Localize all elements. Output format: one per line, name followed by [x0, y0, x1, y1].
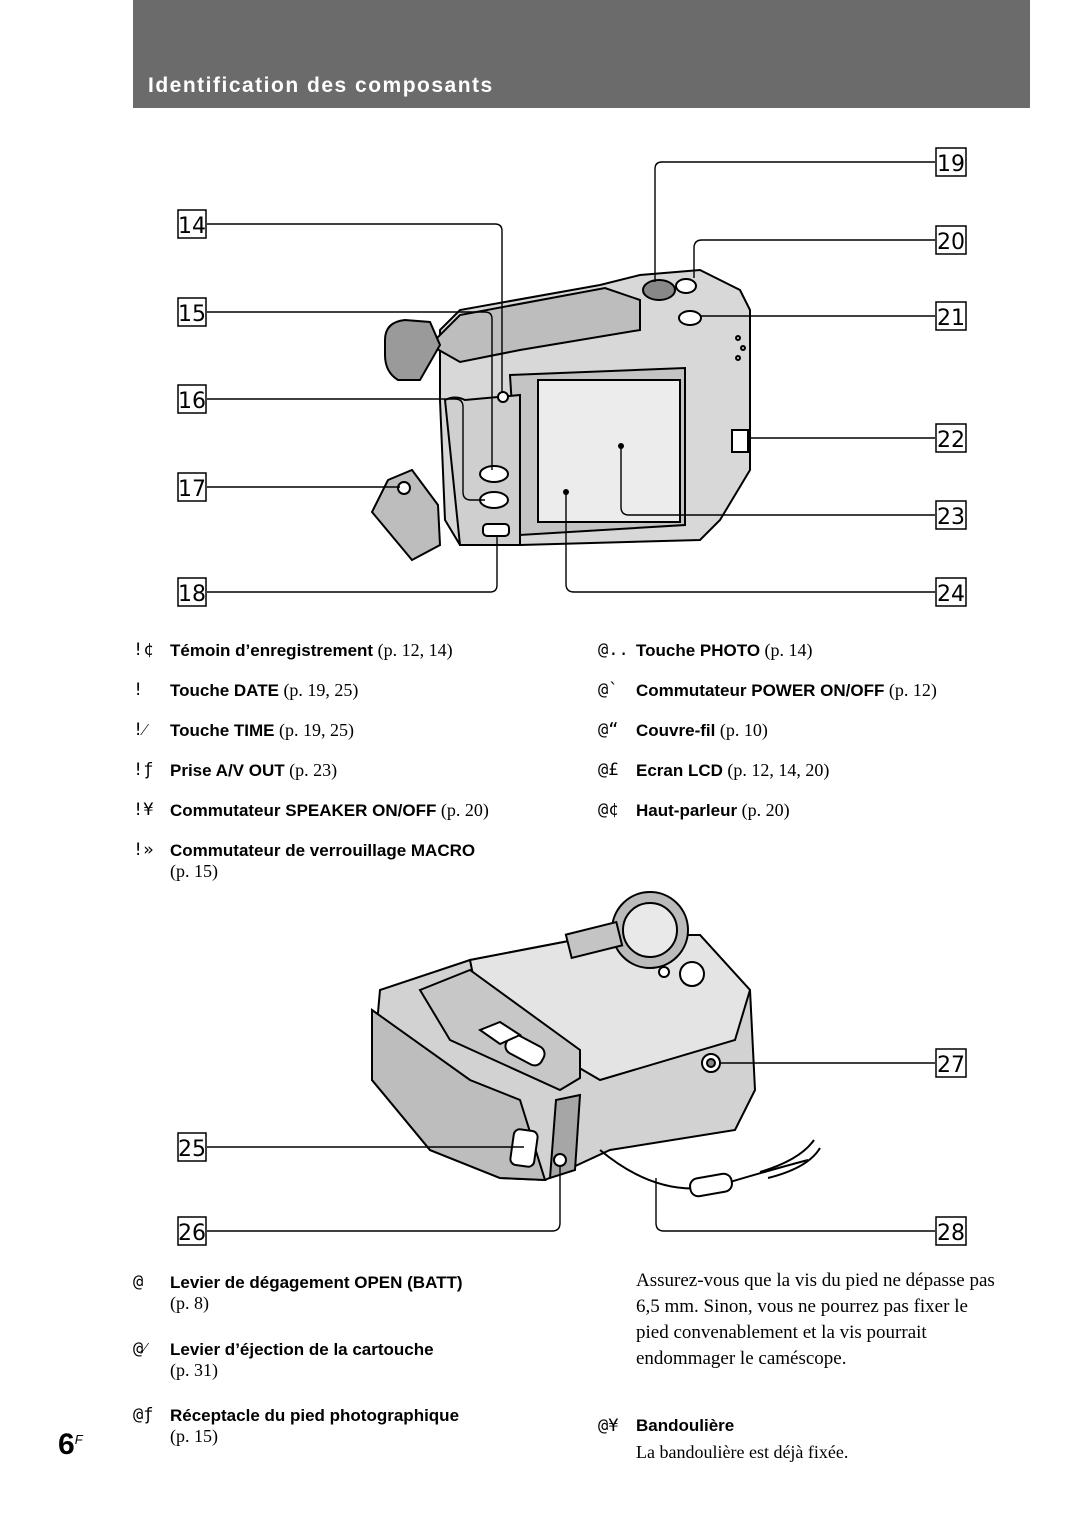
callout-17: 17	[177, 472, 207, 502]
tripod-note: Assurez-vous que la vis du pied ne dépas…	[636, 1270, 995, 1369]
svg-text:25: 25	[178, 1137, 206, 1162]
parts-list-left: !¢Témoin d’enregistrement (p. 12, 14) !T…	[133, 640, 489, 881]
callout-22: 22	[935, 423, 967, 453]
callout-15: 15	[177, 297, 207, 327]
callout-20: 20	[935, 225, 967, 255]
strap-text: La bandoulière est déjà fixée.	[636, 1442, 849, 1462]
svg-text:24: 24	[937, 582, 965, 607]
svg-text:18: 18	[178, 582, 206, 607]
callout-14: 14	[177, 209, 207, 239]
svg-text:17: 17	[178, 477, 206, 502]
callout-28: 28	[935, 1216, 967, 1246]
strap-label: Bandoulière	[636, 1416, 735, 1435]
svg-text:21: 21	[937, 306, 965, 331]
section-title: Identification des composants	[148, 74, 494, 97]
section-header: Identification des composants	[133, 0, 1030, 108]
callout-16: 16	[177, 384, 207, 414]
svg-text:20: 20	[937, 230, 965, 255]
parts-list-bottom: @Levier de dégagement OPEN (BATT)(p. 8) …	[133, 1272, 463, 1446]
svg-text:22: 22	[937, 428, 965, 453]
camera-back-illustration: 14 15 16 17 18 19 20 21 22 23 24	[177, 147, 967, 607]
svg-text:19: 19	[937, 152, 965, 177]
svg-text:26: 26	[178, 1221, 206, 1246]
callout-25: 25	[177, 1132, 207, 1162]
page-number: 6F	[58, 1428, 83, 1461]
callout-18: 18	[177, 577, 207, 607]
svg-text:15: 15	[178, 302, 206, 327]
svg-text:23: 23	[937, 505, 965, 530]
callout-24: 24	[935, 577, 967, 607]
svg-text:14: 14	[178, 214, 206, 239]
callout-27: 27	[935, 1048, 967, 1078]
strap-entry: @¥ Bandoulière La bandoulière est déjà f…	[598, 1416, 849, 1462]
svg-text:28: 28	[937, 1221, 965, 1246]
callout-21: 21	[935, 301, 967, 331]
svg-text:16: 16	[178, 389, 206, 414]
callout-19: 19	[935, 147, 967, 177]
callout-26: 26	[177, 1216, 207, 1246]
svg-text:27: 27	[937, 1053, 965, 1078]
parts-list-right: @..Touche PHOTO (p. 14) @`Commutateur PO…	[598, 640, 937, 820]
callout-23: 23	[935, 500, 967, 530]
